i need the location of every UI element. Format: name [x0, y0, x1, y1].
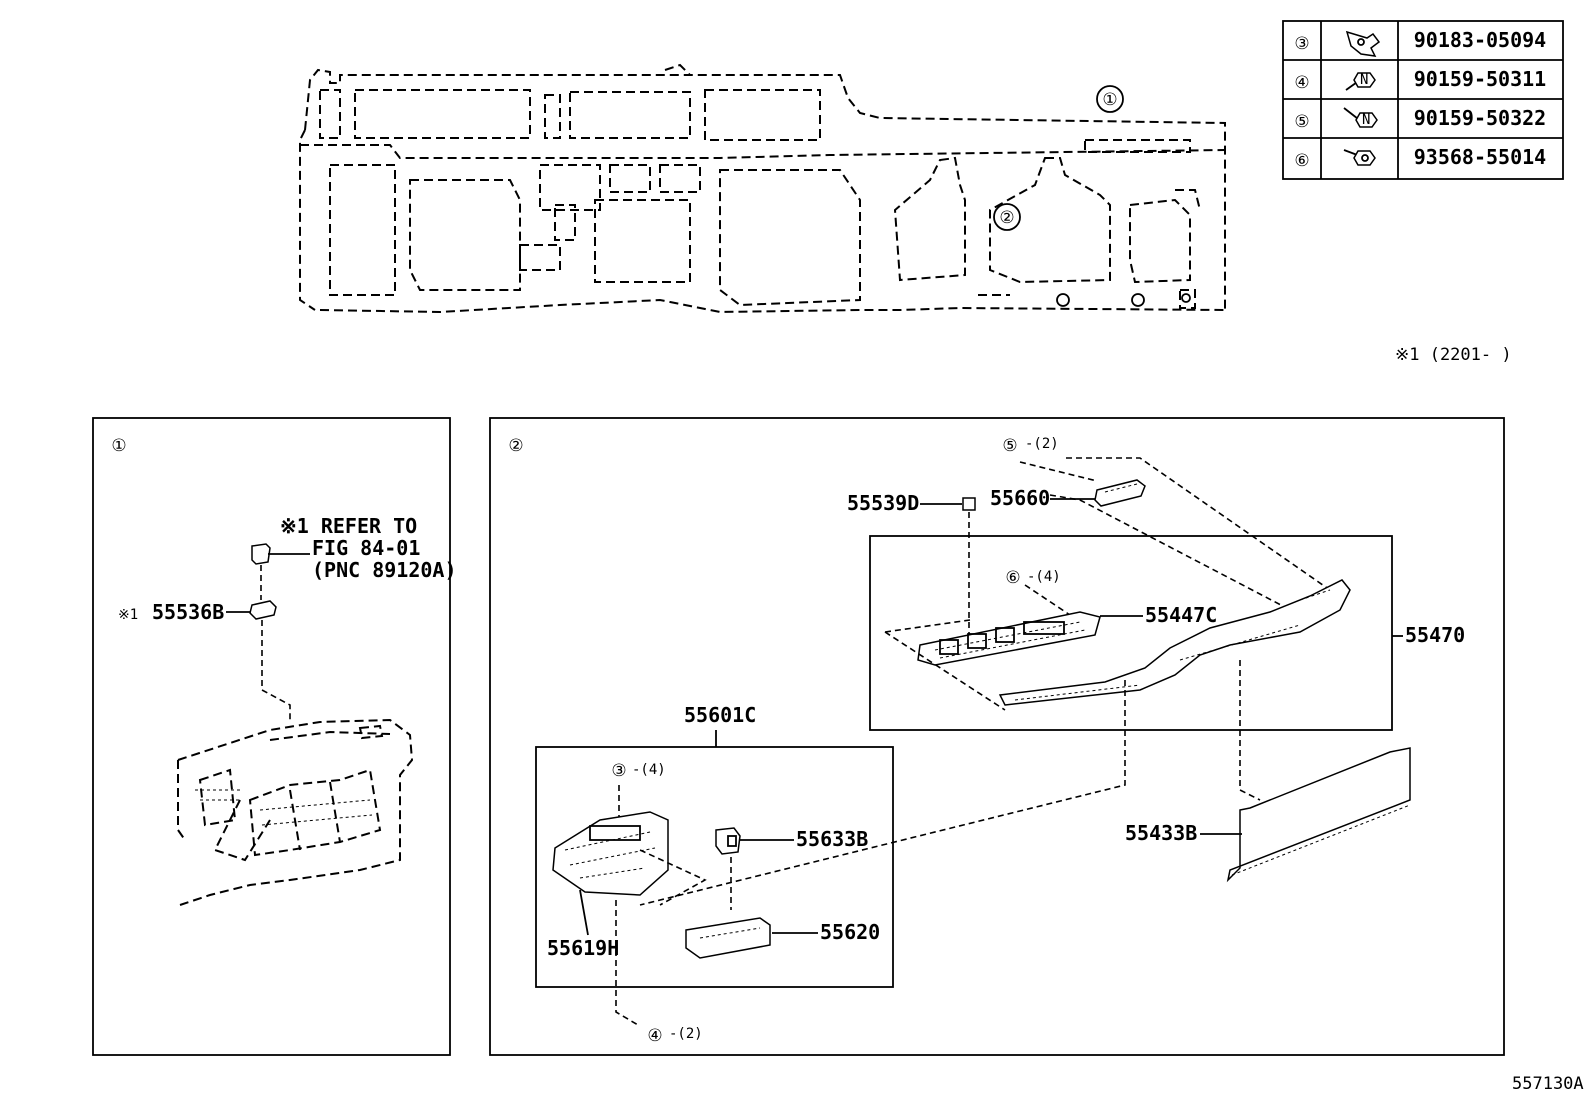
legend-part-3: 90183-05094 [1414, 28, 1546, 52]
part-55660: 55660 [990, 486, 1050, 510]
screw-icon [1343, 149, 1376, 166]
switch-part-drawing [251, 543, 310, 600]
switch-55633B-drawing [715, 827, 741, 855]
trim-55470-drawing [998, 579, 1351, 706]
part-55601C: 55601C [684, 703, 756, 727]
switch-55660-drawing [1094, 479, 1146, 507]
panel-55447C-drawing [917, 611, 1101, 666]
legend-ref-6: ⑥ [1294, 151, 1309, 171]
production-date-note: ※1 (2201- ) [1395, 345, 1512, 365]
part-55620: 55620 [820, 920, 880, 944]
overview-callout-2 [993, 203, 1021, 231]
cover-55433B-drawing [1226, 747, 1411, 883]
pocket-55620-drawing [685, 917, 771, 959]
callout-5-qty: -(2) [1025, 436, 1059, 452]
part-55619H: 55619H [547, 936, 619, 960]
svg-text:N: N [1360, 72, 1368, 88]
panel-1-badge: ① [111, 436, 126, 456]
legend-part-6: 93568-55014 [1414, 145, 1546, 169]
overview-callout-1 [1096, 85, 1124, 113]
part-55447C: 55447C [1145, 603, 1217, 627]
panel-1-dashboard-drawing [177, 718, 414, 906]
detail-panel-1: ① ※1 REFER TO FIG 84-01 (PNC 89120A) ※1 … [92, 417, 457, 1056]
part-55470: 55470 [1405, 623, 1465, 647]
part-55633B: 55633B [796, 827, 868, 851]
refer-note-line2: FIG 84-01 [312, 536, 420, 560]
svg-text:N: N [1362, 112, 1370, 128]
part-55433B: 55433B [1125, 821, 1197, 845]
detail-panel-2: ② ⑤ -(2) 55539D 55660 ⑥ -(4) 55447C [489, 417, 1505, 1056]
refer-note-line3: (PNC 89120A) [312, 558, 457, 582]
clip-nut-icon [1345, 30, 1381, 57]
instrument-panel-overview: ① ② [299, 63, 1226, 314]
screw-icon: N [1343, 107, 1378, 128]
callout-3: ③ [611, 761, 626, 781]
fastener-legend-table: ③ 90183-05094 ④ N 90159-50311 ⑤ N 90159-… [1282, 20, 1564, 180]
diagram-id: 557130A [1512, 1074, 1584, 1094]
legend-part-5: 90159-50322 [1414, 106, 1546, 130]
overview-callout-1-label: ① [1102, 90, 1117, 110]
callout-6: ⑥ [1005, 568, 1020, 588]
box-55470-group [869, 535, 1393, 731]
callout-4-qty: -(2) [669, 1026, 703, 1042]
part-55536B: 55536B [152, 600, 224, 624]
clip-55539D-drawing [962, 497, 976, 511]
overview-callout-2-label: ② [999, 208, 1014, 228]
box-55601C-group [535, 746, 894, 988]
bracket-55619H-drawing [552, 811, 669, 896]
bracket-55536B-drawing [226, 600, 291, 720]
legend-ref-5: ⑤ [1294, 112, 1309, 132]
legend-ref-3: ③ [1294, 34, 1309, 54]
callout-3-qty: -(4) [632, 762, 666, 778]
legend-ref-4: ④ [1294, 73, 1309, 93]
refer-note-line1: ※1 REFER TO [280, 514, 417, 538]
callout-4: ④ [647, 1026, 662, 1046]
part-55539D: 55539D [847, 491, 919, 515]
legend-part-4: 90159-50311 [1414, 67, 1546, 91]
panel-2-badge: ② [508, 436, 523, 456]
screw-icon: N [1345, 72, 1376, 91]
panel-1-mark: ※1 [118, 607, 138, 623]
callout-5: ⑤ [1002, 436, 1017, 456]
callout-6-qty: -(4) [1027, 569, 1061, 585]
